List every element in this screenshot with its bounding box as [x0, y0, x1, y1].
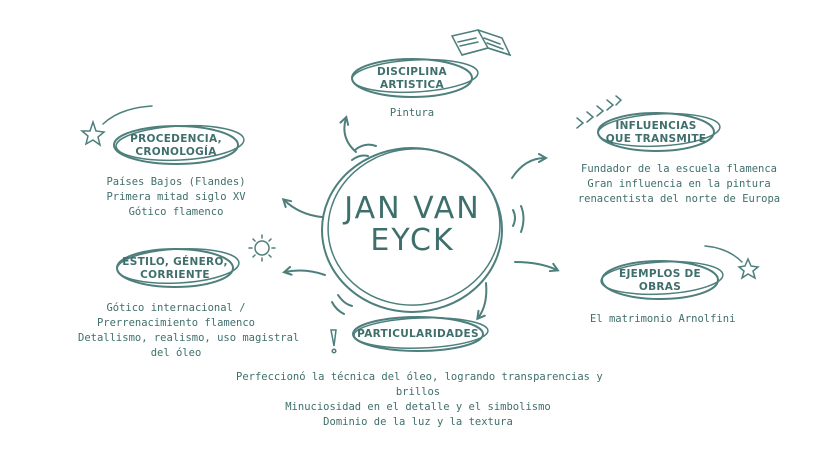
center-circle	[321, 147, 503, 313]
exclamation-icon	[330, 329, 337, 354]
node-particularidades-label: PARTICULARIDADES	[357, 328, 479, 340]
node-ejemplos-label: EJEMPLOS DE OBRAS	[618, 268, 702, 293]
node-influencias-ellipse	[597, 112, 721, 152]
node-particularidades-ellipse	[352, 316, 489, 352]
center-title-line1: JAN VAN	[344, 191, 481, 226]
node-ejemplos-desc: El matrimonio Arnolfini	[590, 313, 736, 325]
open-book-icon	[450, 29, 512, 57]
shooting-star-icon-right	[704, 245, 760, 280]
node-procedencia-ellipse	[113, 124, 245, 165]
node-estilo-label: ESTILO, GÉNERO, CORRIENTE	[122, 256, 228, 281]
node-disciplina-ellipse	[351, 58, 479, 98]
node-ejemplos-ellipse	[600, 260, 724, 300]
node-disciplina-desc: Pintura	[389, 107, 435, 119]
node-influencias-desc: Fundador de la escuela flamenca Gran inf…	[577, 163, 781, 205]
node-particularidades-desc: Perfeccionó la técnica del óleo, logrand…	[236, 371, 603, 428]
arrows-icon	[576, 95, 623, 129]
center-sparkle-marks	[331, 143, 525, 315]
sun-icon	[248, 234, 276, 262]
node-disciplina-label: DISCIPLINA ARTISTICA	[376, 66, 447, 91]
connector-arrows	[284, 118, 557, 318]
node-estilo-ellipse	[116, 247, 240, 288]
node-influencias-label: INFLUENCIAS QUE TRANSMITE	[605, 120, 707, 145]
center-title-line2: EYCK	[370, 223, 455, 258]
center-title: JAN VAN EYCK	[325, 193, 500, 257]
node-procedencia-desc: Países Bajos (Flandes) Primera mitad sig…	[106, 176, 246, 218]
shooting-star-icon	[79, 105, 153, 147]
node-estilo-desc: Gótico internacional / Prerrenacimiento …	[78, 302, 300, 359]
node-procedencia-label: PROCEDENCIA, CRONOLOGÍA	[130, 133, 222, 158]
